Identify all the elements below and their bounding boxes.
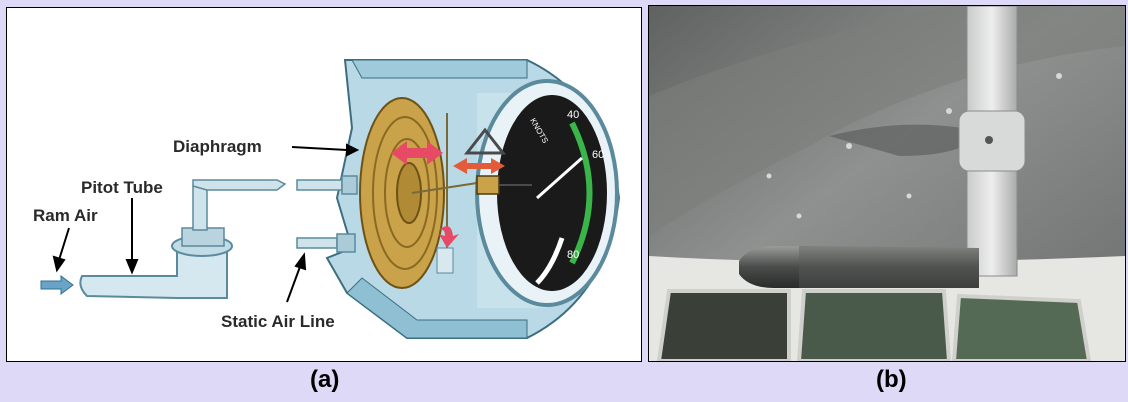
airspeed-indicator-diagram: KNOTS 40 60 80 xyxy=(6,7,642,362)
label-pitot-tube: Pitot Tube xyxy=(81,178,163,197)
dial-tick-60: 60 xyxy=(592,149,604,161)
label-diaphragm: Diaphragm xyxy=(173,137,262,156)
caption-a: (a) xyxy=(310,366,339,394)
diaphragm xyxy=(360,98,444,288)
pitot-tube-photo xyxy=(648,5,1126,362)
caption-b: (b) xyxy=(876,366,907,394)
label-ram-air: Ram Air xyxy=(33,206,98,225)
dial-tick-40: 40 xyxy=(567,109,579,121)
label-static-air-line: Static Air Line xyxy=(221,312,335,331)
pitot-tube-mast xyxy=(959,6,1025,276)
pitot-tube-probe xyxy=(739,246,979,288)
dial-tick-80: 80 xyxy=(567,249,579,261)
pitot-tube xyxy=(80,180,285,298)
ram-air-arrow xyxy=(41,276,73,294)
